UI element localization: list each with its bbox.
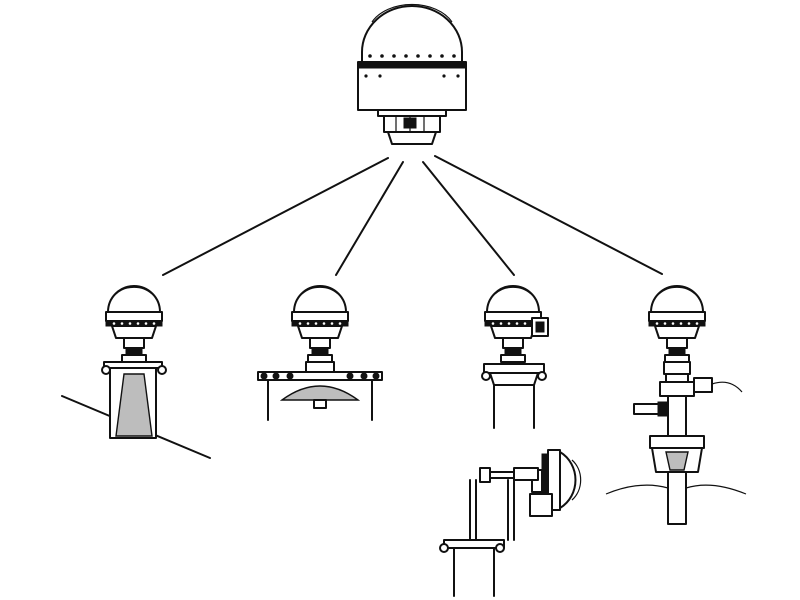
radar-level-transmitter-housing-icon bbox=[357, 3, 467, 145]
connector-line-4 bbox=[434, 155, 663, 275]
connector-line-2 bbox=[335, 161, 404, 276]
swivel-mounted-transmitter-icon bbox=[439, 449, 582, 597]
connector-line-1 bbox=[162, 157, 389, 276]
connector-line-3 bbox=[422, 161, 515, 276]
valve-isolated-transmitter-icon bbox=[605, 285, 747, 525]
pipe-mounted-transmitter-icon bbox=[481, 285, 549, 429]
parabolic-antenna-transmitter-icon bbox=[257, 285, 383, 421]
connection-lines bbox=[162, 155, 663, 276]
horn-antenna-transmitter-icon bbox=[61, 285, 211, 459]
